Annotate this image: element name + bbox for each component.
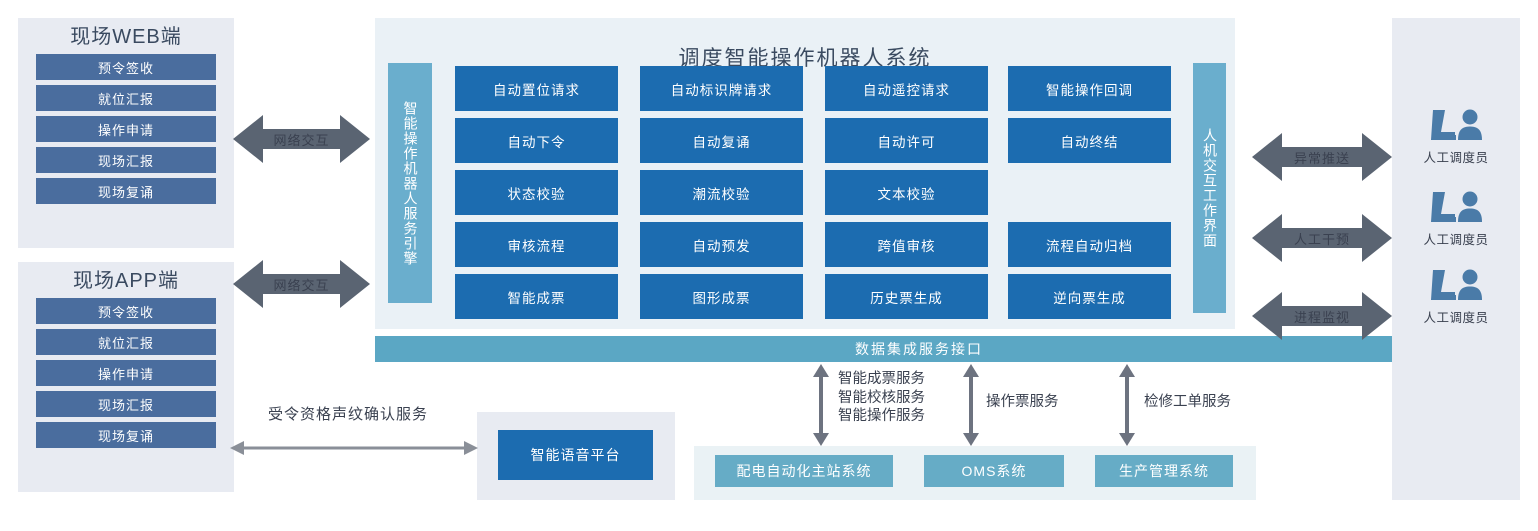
grid-card-r0c0[interactable]: 自动置位请求 bbox=[455, 66, 618, 111]
grid-card-r1c1[interactable]: 自动复诵 bbox=[640, 118, 803, 163]
network-arrow-web: 网络交互 bbox=[233, 113, 370, 165]
grid-card-r1c0[interactable]: 自动下令 bbox=[455, 118, 618, 163]
operator-arrow-label-1: 人工干预 bbox=[1293, 231, 1350, 247]
data-integration-service-bar: 数据集成服务接口 bbox=[375, 336, 1463, 362]
client-panel-app-title: 现场APP端 bbox=[72, 270, 180, 292]
grid-card-r0c1[interactable]: 自动标识牌请求 bbox=[640, 66, 803, 111]
voice-platform-box[interactable]: 智能语音平台 bbox=[498, 430, 653, 480]
app-item-1[interactable]: 就位汇报 bbox=[36, 329, 216, 355]
service-engine-bar: 智能操作机器人服务引擎 bbox=[388, 63, 432, 303]
double-arrow-icon bbox=[1252, 292, 1392, 340]
operators-panel bbox=[1392, 18, 1520, 500]
client-panel-app: 现场APP端 预令签收 就位汇报 操作申请 现场汇报 现场复诵 bbox=[18, 262, 234, 492]
network-arrow-app-label: 网络交互 bbox=[273, 277, 330, 293]
hmi-workbench-bar: 人机交互工作界面 bbox=[1193, 63, 1226, 313]
operator-console-icon bbox=[1431, 109, 1482, 140]
grid-card-r1c3[interactable]: 自动终结 bbox=[1008, 118, 1171, 163]
system-title: 调度智能操作机器人系统 bbox=[678, 47, 932, 70]
app-item-2[interactable]: 操作申请 bbox=[36, 360, 216, 386]
service-arrow-1 bbox=[963, 364, 979, 446]
grid-card-r0c3[interactable]: 智能操作回调 bbox=[1008, 66, 1171, 111]
service-arrow-label-2: 检修工单服务 bbox=[1144, 394, 1231, 410]
operator-label-0: 人工调度员 bbox=[1423, 151, 1489, 165]
operator-label-2: 人工调度员 bbox=[1423, 311, 1489, 325]
network-arrow-web-label: 网络交互 bbox=[273, 132, 330, 148]
operator-console-icon bbox=[1431, 191, 1482, 222]
grid-card-r4c2[interactable]: 历史票生成 bbox=[825, 274, 988, 319]
service-arrow-0 bbox=[813, 364, 829, 446]
network-arrow-app: 网络交互 bbox=[233, 258, 370, 310]
web-item-4[interactable]: 现场复诵 bbox=[36, 178, 216, 204]
grid-card-r2c1[interactable]: 潮流校验 bbox=[640, 170, 803, 215]
double-arrow-icon bbox=[233, 115, 370, 163]
voice-link-label: 受令资格声纹确认服务 bbox=[268, 406, 429, 423]
web-item-2[interactable]: 操作申请 bbox=[36, 116, 216, 142]
app-item-0[interactable]: 预令签收 bbox=[36, 298, 216, 324]
operator-label-1: 人工调度员 bbox=[1423, 233, 1489, 247]
external-system-1[interactable]: OMS系统 bbox=[924, 455, 1064, 487]
service-arrow-label-0: 智能成票服务 智能校核服务 智能操作服务 bbox=[838, 371, 925, 425]
grid-card-r3c2[interactable]: 跨值审核 bbox=[825, 222, 988, 267]
web-item-3[interactable]: 现场汇报 bbox=[36, 147, 216, 173]
app-item-4[interactable]: 现场复诵 bbox=[36, 422, 216, 448]
operator-arrow-label-0: 异常推送 bbox=[1293, 150, 1350, 166]
grid-card-r4c0[interactable]: 智能成票 bbox=[455, 274, 618, 319]
operator-arrow-1: 人工干预 bbox=[1252, 212, 1392, 264]
grid-card-r1c2[interactable]: 自动许可 bbox=[825, 118, 988, 163]
operator-0: 人工调度员 bbox=[1392, 108, 1520, 166]
web-item-1[interactable]: 就位汇报 bbox=[36, 85, 216, 111]
double-arrow-icon bbox=[233, 260, 370, 308]
operator-1: 人工调度员 bbox=[1392, 190, 1520, 248]
grid-card-r4c3[interactable]: 逆向票生成 bbox=[1008, 274, 1171, 319]
grid-card-r2c0[interactable]: 状态校验 bbox=[455, 170, 618, 215]
operator-2: 人工调度员 bbox=[1392, 268, 1520, 326]
operator-arrow-label-2: 进程监视 bbox=[1293, 309, 1350, 325]
grid-card-r0c2[interactable]: 自动遥控请求 bbox=[825, 66, 988, 111]
grid-card-r3c0[interactable]: 审核流程 bbox=[455, 222, 618, 267]
grid-card-r3c1[interactable]: 自动预发 bbox=[640, 222, 803, 267]
grid-card-r4c1[interactable]: 图形成票 bbox=[640, 274, 803, 319]
external-system-2[interactable]: 生产管理系统 bbox=[1095, 455, 1233, 487]
voice-link-arrow bbox=[230, 441, 478, 455]
operator-console-icon bbox=[1431, 269, 1482, 300]
external-system-0[interactable]: 配电自动化主站系统 bbox=[715, 455, 893, 487]
app-item-3[interactable]: 现场汇报 bbox=[36, 391, 216, 417]
operator-arrow-2: 进程监视 bbox=[1252, 290, 1392, 342]
web-item-0[interactable]: 预令签收 bbox=[36, 54, 216, 80]
grid-card-r3c3[interactable]: 流程自动归档 bbox=[1008, 222, 1171, 267]
double-arrow-icon bbox=[1252, 133, 1392, 181]
client-panel-web-title: 现场WEB端 bbox=[70, 26, 182, 48]
service-arrow-label-1: 操作票服务 bbox=[986, 394, 1059, 410]
operator-arrow-0: 异常推送 bbox=[1252, 131, 1392, 183]
service-arrow-2 bbox=[1119, 364, 1135, 446]
double-arrow-icon bbox=[1252, 214, 1392, 262]
grid-card-r2c2[interactable]: 文本校验 bbox=[825, 170, 988, 215]
client-panel-web: 现场WEB端 预令签收 就位汇报 操作申请 现场汇报 现场复诵 bbox=[18, 18, 234, 248]
